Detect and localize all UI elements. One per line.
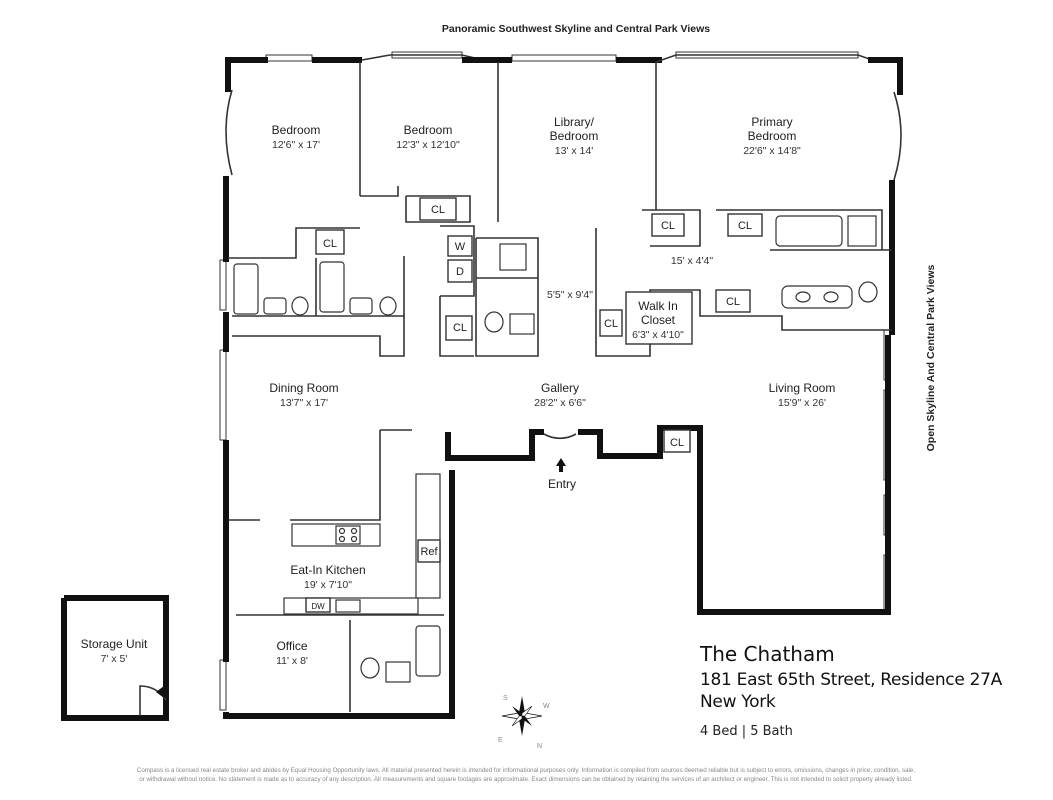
city: New York [700,692,776,712]
closet-label: CL [431,204,445,216]
building-name: The Chatham [699,642,835,666]
entry-arrow-icon [556,458,566,472]
closet-label: CL [670,437,684,449]
living-name: Living Room [769,381,836,395]
bedroom-2-dims: 12'3" x 12'10" [396,139,460,151]
primary-name-2: Bedroom [748,129,797,143]
office-name: Office [276,639,307,653]
primary-hall-dims: 15' x 4'4" [671,255,713,267]
storage-unit [61,595,169,721]
closet-label: CL [323,238,337,250]
living-dims: 15'9" x 26' [778,397,826,409]
storage-dims: 7' x 5' [101,653,128,665]
room-labels: Bedroom 12'6" x 17' Bedroom 12'3" x 12'1… [81,115,836,667]
closet-labels: CL CL CL CL CL CL CL CL W D Ref DW [311,204,752,611]
gallery-name: Gallery [541,381,579,395]
fridge-label: Ref [420,546,438,558]
svg-text:or withdrawal without notice.: or withdrawal without notice. No stateme… [139,776,913,783]
address: 181 East 65th Street, Residence 27A [700,670,1003,690]
beds-baths: 4 Bed | 5 Bath [700,724,793,739]
bedroom-2-name: Bedroom [404,123,453,137]
walkin-name-2: Closet [641,313,676,327]
library-dims: 13' x 14' [555,145,593,157]
kitchen-dims: 19' x 7'10" [304,579,352,591]
closet-label: CL [738,220,752,232]
closet-label: CL [604,318,618,330]
primary-name-1: Primary [751,115,792,129]
library-name-1: Library/ [554,115,595,129]
center-hall-dims: 5'5" x 9'4" [547,289,593,301]
gallery-dims: 28'2" x 6'6" [534,397,586,409]
storage-name: Storage Unit [81,637,148,651]
exterior-walls [223,54,903,719]
bedroom-1-name: Bedroom [272,123,321,137]
dining-name: Dining Room [269,381,338,395]
fixtures [233,215,878,683]
view-label-top: Panoramic Southwest Skyline and Central … [442,23,710,35]
svg-text:Compass is a licensed real est: Compass is a licensed real estate broker… [137,767,915,774]
svg-text:N: N [537,743,542,750]
primary-dims: 22'6" x 14'8" [743,145,801,157]
dining-dims: 13'7" x 17' [280,397,328,409]
office-dims: 11' x 8' [276,655,308,667]
closet-label: CL [453,322,467,334]
svg-text:E: E [498,737,503,744]
compass-rose [501,696,543,736]
closets [305,197,763,613]
view-label-right: Open Skyline And Central Park Views [925,264,937,451]
bedroom-1-dims: 12'6" x 17' [272,139,320,151]
walkin-name-1: Walk In [638,299,678,313]
closet-label: CL [726,296,740,308]
washer-label: W [455,241,466,253]
entry-label: Entry [548,477,576,491]
interior-walls [228,62,892,712]
closet-label: CL [661,220,675,232]
compass-labels: S W E N [498,695,550,750]
entry-door [543,433,577,440]
disclaimer: Compass is a licensed real estate broker… [137,767,915,783]
walkin-dims: 6'3" x 4'10" [632,329,684,341]
library-name-2: Bedroom [550,129,599,143]
storage-arrow-icon [156,686,164,698]
dishwasher-label: DW [311,602,325,611]
svg-text:W: W [543,703,550,710]
kitchen-name: Eat-In Kitchen [290,563,365,577]
svg-text:S: S [503,695,508,702]
property-info: The Chatham 181 East 65th Street, Reside… [699,642,1003,739]
dryer-label: D [456,266,464,278]
